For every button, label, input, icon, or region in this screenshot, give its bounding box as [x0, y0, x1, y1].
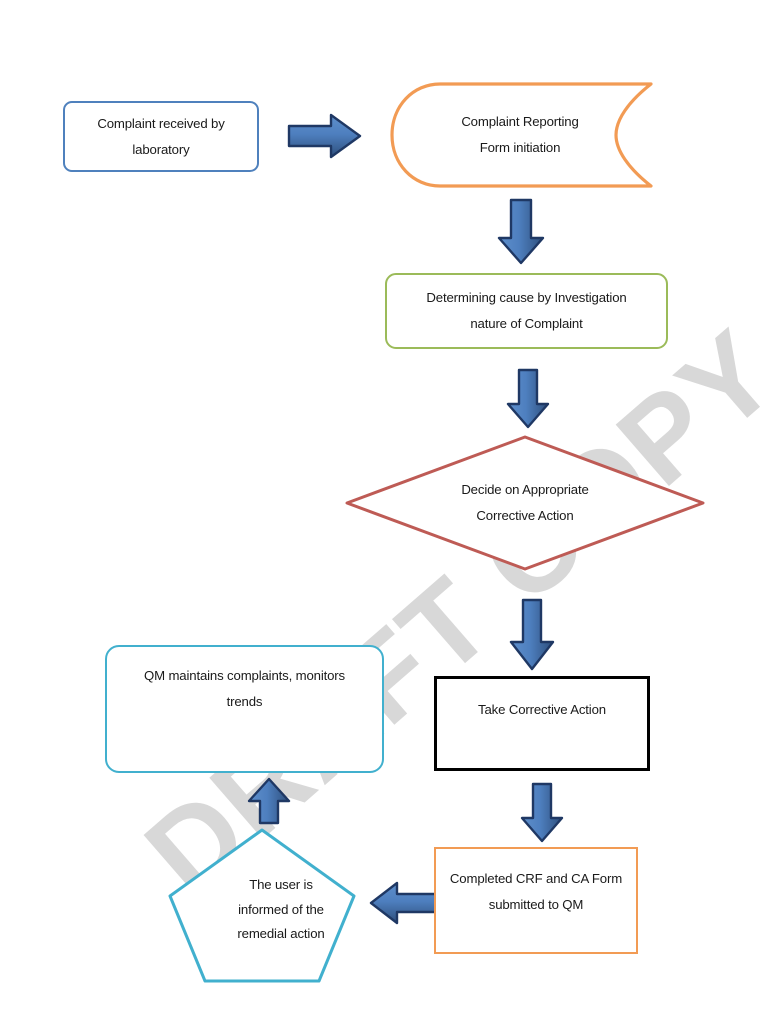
- node-crf-initiation-label: Complaint Reporting Form initiation: [461, 114, 579, 155]
- arrow-crf-to-cause: [495, 198, 547, 266]
- arrow-completed-to-user: [368, 880, 440, 926]
- node-take-corrective-action-label: Take Corrective Action: [478, 701, 606, 717]
- node-take-corrective-action[interactable]: Take Corrective Action: [434, 676, 650, 771]
- arrow-take-to-completed: [519, 782, 565, 844]
- node-decide-corrective-action[interactable]: Decide on Appropriate Corrective Action: [343, 433, 707, 573]
- node-qm-maintains[interactable]: QM maintains complaints, monitors trends: [105, 645, 384, 773]
- node-determining-cause-label: Determining cause by Investigation natur…: [426, 290, 627, 331]
- node-determining-cause[interactable]: Determining cause by Investigation natur…: [385, 273, 668, 349]
- arrow-cause-to-decide: [505, 368, 551, 430]
- node-crf-initiation[interactable]: Complaint Reporting Form initiation: [388, 80, 653, 190]
- arrow-user-to-qm: [246, 777, 292, 825]
- arrow-decide-to-take: [508, 598, 556, 672]
- node-complaint-received[interactable]: Complaint received by laboratory: [63, 101, 259, 172]
- node-complaint-received-label: Complaint received by laboratory: [97, 115, 225, 157]
- node-user-informed[interactable]: The user is informed of the remedial act…: [166, 826, 358, 984]
- node-user-informed-label: The user is informed of the remedial act…: [237, 877, 325, 942]
- node-qm-maintains-label: QM maintains complaints, monitors trends: [144, 668, 345, 709]
- arrow-received-to-crf: [287, 112, 363, 160]
- node-completed-crf[interactable]: Completed CRF and CA Form submitted to Q…: [434, 847, 638, 954]
- tape-shape-outline: [390, 82, 653, 188]
- diamond-shape-outline: [345, 435, 705, 571]
- node-decide-corrective-action-label: Decide on Appropriate Corrective Action: [461, 482, 589, 523]
- node-completed-crf-label: Completed CRF and CA Form submitted to Q…: [449, 870, 623, 912]
- pentagon-shape-outline: [168, 828, 356, 983]
